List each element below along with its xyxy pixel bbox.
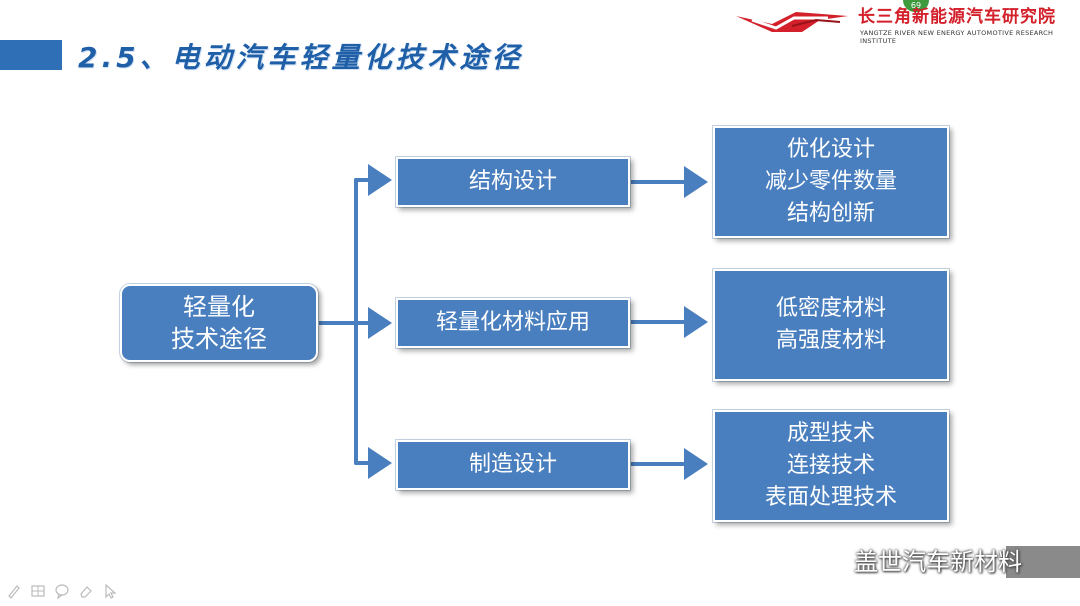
detail-item: 优化设计 xyxy=(786,137,875,162)
detail-node-materials: 低密度材料 高强度材料 xyxy=(713,269,949,381)
corner-overlay xyxy=(1006,546,1080,578)
detail-node-structure: 优化设计 减少零件数量 结构创新 xyxy=(713,126,949,238)
institute-name: 长三角新能源汽车研究院 xyxy=(858,7,1056,27)
branch-node-structure: 结构设计 xyxy=(396,157,630,207)
detail-item: 成型技术 xyxy=(786,421,875,446)
branch-node-manufacturing: 制造设计 xyxy=(396,440,630,490)
institute-english-name: YANGTZE RIVER NEW ENERGY AUTOMOTIVE RESE… xyxy=(860,29,1054,45)
pointer-icon[interactable] xyxy=(102,583,118,599)
detail-item: 高强度材料 xyxy=(775,328,886,353)
badge-number: 69 xyxy=(903,0,929,12)
branch-label: 结构设计 xyxy=(468,169,557,194)
detail-item: 表面处理技术 xyxy=(764,485,897,510)
branch-node-materials: 轻量化材料应用 xyxy=(396,298,630,348)
branch-label: 制造设计 xyxy=(468,452,557,477)
slide-toolbar xyxy=(6,582,118,600)
detail-node-manufacturing: 成型技术 连接技术 表面处理技术 xyxy=(713,410,949,522)
watermark: 盖世汽车新材料 xyxy=(812,543,1022,576)
root-node: 轻量化 技术途径 xyxy=(120,284,318,362)
detail-item: 连接技术 xyxy=(786,453,875,478)
root-line-1: 轻量化 xyxy=(183,293,255,321)
pen-icon[interactable] xyxy=(6,583,22,599)
wechat-icon xyxy=(813,546,845,571)
watermark-text: 盖世汽车新材料 xyxy=(854,547,1022,576)
bubble-icon[interactable] xyxy=(54,583,70,599)
slide-title: 2.5、电动汽车轻量化技术途径 xyxy=(78,41,524,74)
eraser-icon[interactable] xyxy=(78,583,94,599)
title-accent-bar xyxy=(0,40,62,70)
root-line-2: 技术途径 xyxy=(171,325,267,353)
detail-item: 低密度材料 xyxy=(775,296,886,321)
institute-logo-mark xyxy=(736,12,848,32)
grid-icon[interactable] xyxy=(30,583,46,599)
detail-item: 减少零件数量 xyxy=(764,169,897,194)
detail-item: 结构创新 xyxy=(786,201,875,226)
branch-label: 轻量化材料应用 xyxy=(435,310,590,335)
